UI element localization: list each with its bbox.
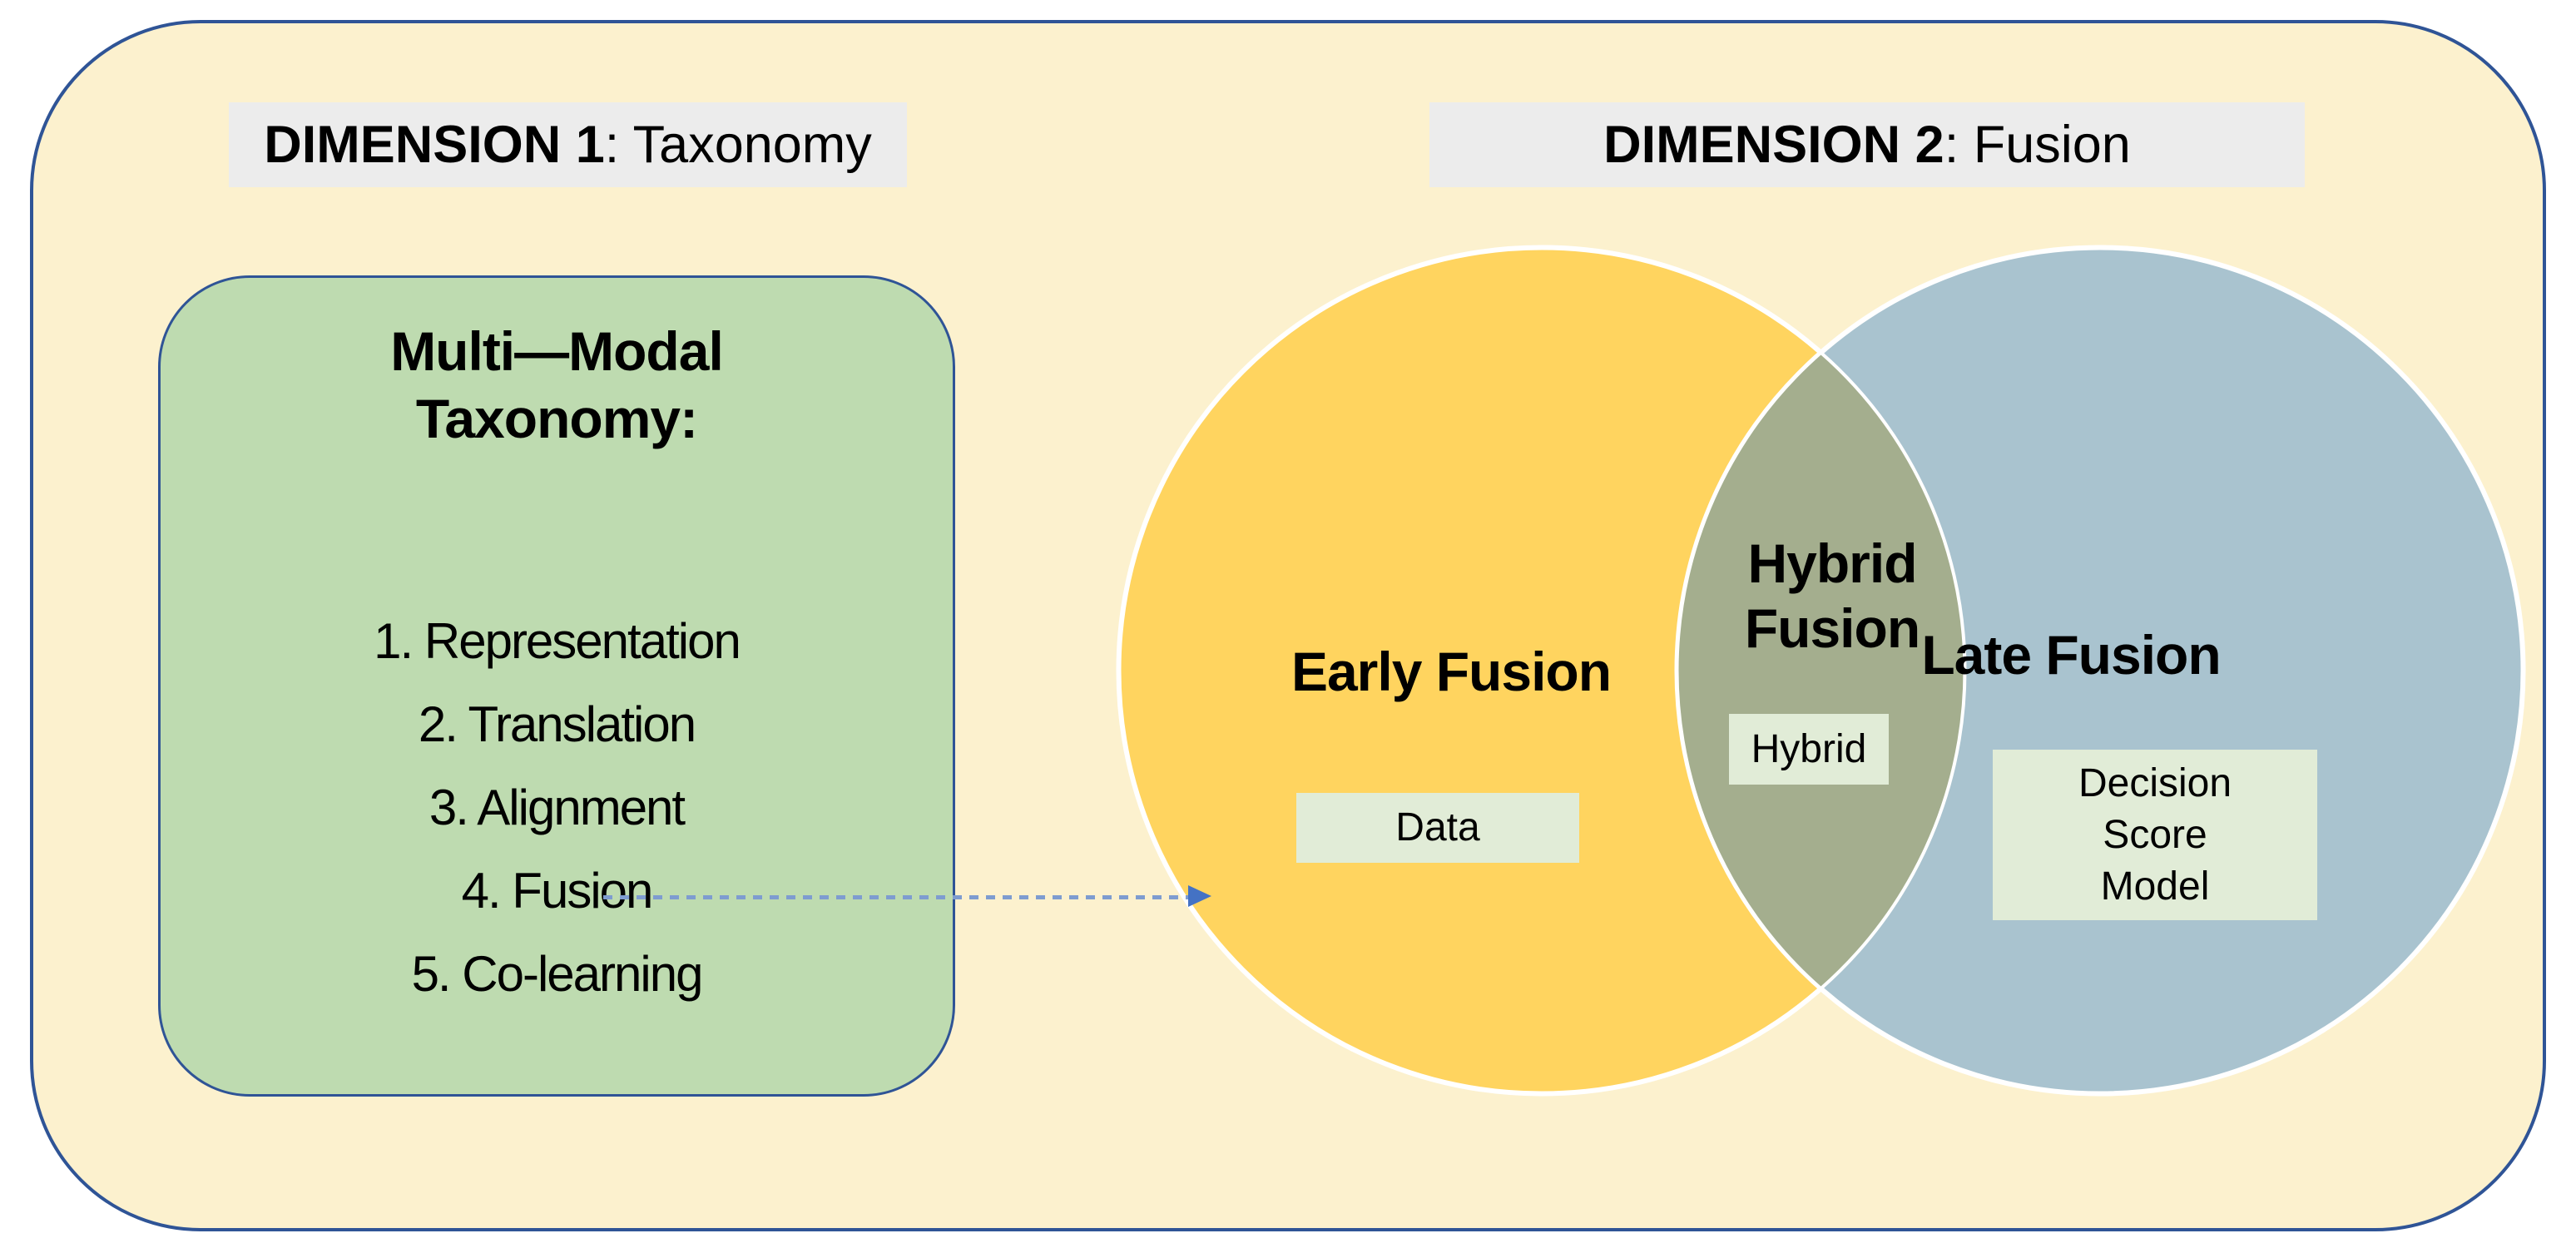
- taxonomy-box: [158, 275, 955, 1097]
- taxonomy-list-item-fusion: 4. Fusion: [461, 863, 654, 919]
- taxonomy-list-item-representation: 1. Representation: [374, 613, 741, 669]
- hybrid-tag-box: Hybrid: [1729, 714, 1889, 785]
- taxonomy-list: 1. Representation 2. Translation 3. Alig…: [158, 600, 955, 1016]
- late-tag-line-model: Model: [2100, 864, 2210, 909]
- hybrid-fusion-label: Hybrid Fusion: [1745, 531, 1920, 661]
- fusion-arrow-dashed-line: [603, 895, 1188, 899]
- dimension1-header-bold: DIMENSION 1: [264, 116, 605, 174]
- dimension2-header: DIMENSION 2: Fusion: [1429, 102, 2305, 187]
- late-tag-line-decision: Decision: [2078, 761, 2232, 805]
- taxonomy-list-item-colearning: 5. Co-learning: [411, 946, 704, 1002]
- dimension1-header-rest: : Taxonomy: [604, 116, 872, 174]
- hybrid-overlap-lens: [1675, 350, 1967, 991]
- hybrid-fusion-label-line2: Fusion: [1744, 597, 1920, 659]
- late-fusion-label: Late Fusion: [1921, 624, 2221, 686]
- dimension2-header-bold: DIMENSION 2: [1603, 116, 1944, 174]
- taxonomy-title-line1: Multi—Modal: [390, 320, 724, 382]
- taxonomy-list-item-translation: 2. Translation: [418, 696, 696, 752]
- decision-score-model-tag-box: Decision Score Model: [1993, 750, 2317, 920]
- dimension1-header: DIMENSION 1: Taxonomy: [229, 102, 907, 187]
- dimension2-header-rest: : Fusion: [1944, 116, 2131, 174]
- fusion-arrow-head: [1188, 885, 1211, 907]
- hybrid-fusion-label-line1: Hybrid: [1747, 532, 1917, 594]
- taxonomy-title: Multi—Modal Taxonomy:: [158, 318, 955, 453]
- early-fusion-label: Early Fusion: [1290, 641, 1612, 702]
- taxonomy-title-line2: Taxonomy:: [415, 388, 698, 449]
- taxonomy-list-item-alignment: 3. Alignment: [429, 780, 686, 835]
- late-tag-line-score: Score: [2103, 813, 2207, 857]
- data-tag-box: Data: [1296, 793, 1579, 863]
